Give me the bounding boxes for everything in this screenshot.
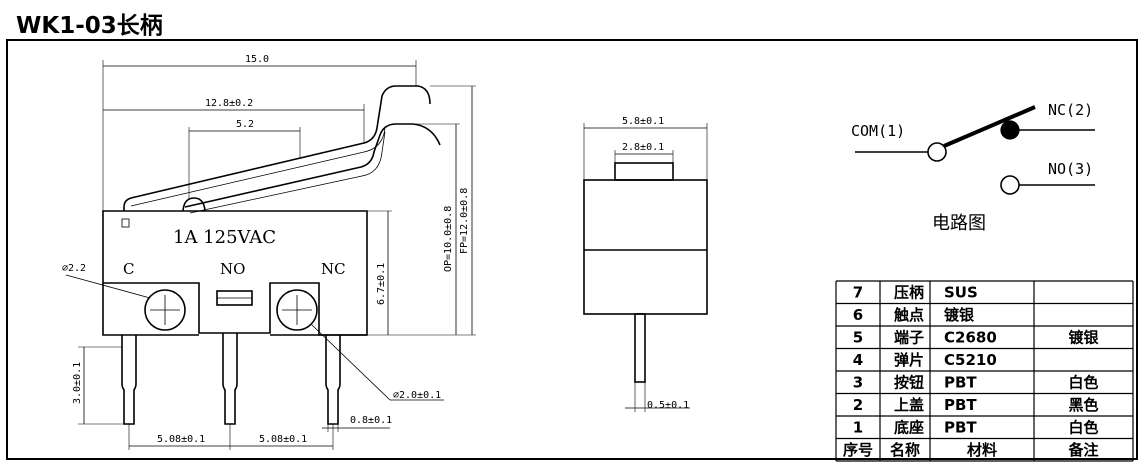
page-title: WK1-03长柄 <box>16 13 163 39</box>
side-pin <box>634 313 646 383</box>
bom-no: 5 <box>853 329 863 347</box>
front-view: 1A 125VAC C NO NC 15.0 12.8±0.2 5.2 ⌀2.2… <box>62 54 476 450</box>
dim-pitch-right: 5.08±0.1 <box>259 434 307 445</box>
pin-nc <box>325 335 341 425</box>
bom-no: 4 <box>853 351 863 369</box>
bom-header-cell: 材料 <box>967 441 997 459</box>
rating-label: 1A 125VAC <box>173 227 276 248</box>
lever-operated-inner <box>189 131 386 214</box>
bom-material: SUS <box>944 284 978 302</box>
dim-pin-width: 0.8±0.1 <box>350 415 392 426</box>
dim-fp: FP=12.0±0.8 <box>459 188 470 254</box>
bom-material: C5210 <box>944 351 997 369</box>
bom-no: 2 <box>853 396 863 414</box>
bom-no: 6 <box>853 306 863 324</box>
bom-no: 1 <box>853 419 863 437</box>
dim-op: OP=10.0±0.8 <box>443 206 454 272</box>
pin-c <box>121 335 137 425</box>
no-label: NO(3) <box>1048 160 1093 178</box>
bom-material: PBT <box>944 419 977 437</box>
bom-name: 端子 <box>894 329 924 347</box>
bom-name: 按钮 <box>894 374 924 392</box>
terminal-label-nc: NC <box>321 260 346 278</box>
dim-pin-thickness: 0.5±0.1 <box>647 400 689 411</box>
bom-remark: 镀银 <box>1068 329 1099 347</box>
bom-name: 上盖 <box>894 396 924 414</box>
dim-hole-spacing: 5.2 <box>236 119 254 130</box>
bom-material: C2680 <box>944 329 997 347</box>
bom-no: 3 <box>853 374 863 392</box>
bom-remark: 白色 <box>1068 419 1098 437</box>
bom-material: PBT <box>944 374 977 392</box>
bom-header-cell: 名称 <box>890 441 920 459</box>
nc-terminal <box>1000 120 1020 140</box>
no-terminal <box>1000 175 1020 195</box>
bom-header-cell: 序号 <box>843 441 873 459</box>
mount-hole-right <box>276 289 318 331</box>
dim-mount-hole: ⌀2.0±0.1 <box>393 390 441 401</box>
dim-to-pivot: 12.8±0.2 <box>205 98 253 109</box>
plunger <box>182 197 206 212</box>
bom-name: 压柄 <box>894 284 924 302</box>
switch-base-outline <box>102 283 367 336</box>
dim-side-button: 2.8±0.1 <box>622 142 664 153</box>
com-label: COM(1) <box>851 122 905 140</box>
bom-material: PBT <box>944 396 977 414</box>
dim-side-width: 5.8±0.1 <box>622 116 664 127</box>
bom-no: 7 <box>853 284 863 302</box>
switch-arm <box>943 105 1036 148</box>
dim-pitch-left: 5.08±0.1 <box>157 434 205 445</box>
lever-free-inner <box>130 127 386 207</box>
nc-label: NC(2) <box>1048 101 1093 119</box>
lever-free <box>123 85 431 211</box>
com-terminal <box>927 142 947 162</box>
lever-operated <box>184 123 441 208</box>
body-mark <box>121 218 130 228</box>
bom-remark: 白色 <box>1068 374 1098 392</box>
side-button <box>614 162 674 181</box>
bom-material: 镀银 <box>944 306 975 324</box>
dim-hole-dia: ⌀2.2 <box>62 263 86 274</box>
bom-name: 触点 <box>894 306 924 324</box>
dim-width-total: 15.0 <box>245 54 269 65</box>
circuit-diagram: COM(1) NC(2) NO(3) 电路图 <box>851 101 1095 234</box>
bom-remark: 黑色 <box>1068 396 1098 414</box>
terminal-label-c: C <box>123 260 134 278</box>
side-view: 5.8±0.1 2.8±0.1 0.5±0.1 <box>583 116 708 412</box>
bom-name: 底座 <box>894 419 924 437</box>
dim-pin-length: 3.0±0.1 <box>72 362 83 404</box>
bom-header-cell: 备注 <box>1067 441 1098 459</box>
circuit-caption: 电路图 <box>932 213 986 234</box>
mount-hole-left <box>144 289 186 331</box>
dim-body-height: 6.7±0.1 <box>376 263 387 305</box>
switch-body-outline <box>102 210 368 336</box>
drawing-frame <box>6 39 1138 460</box>
pin-no <box>222 333 238 425</box>
terminal-label-no: NO <box>220 260 245 278</box>
side-body <box>583 179 708 315</box>
bom-name: 弹片 <box>894 351 924 369</box>
